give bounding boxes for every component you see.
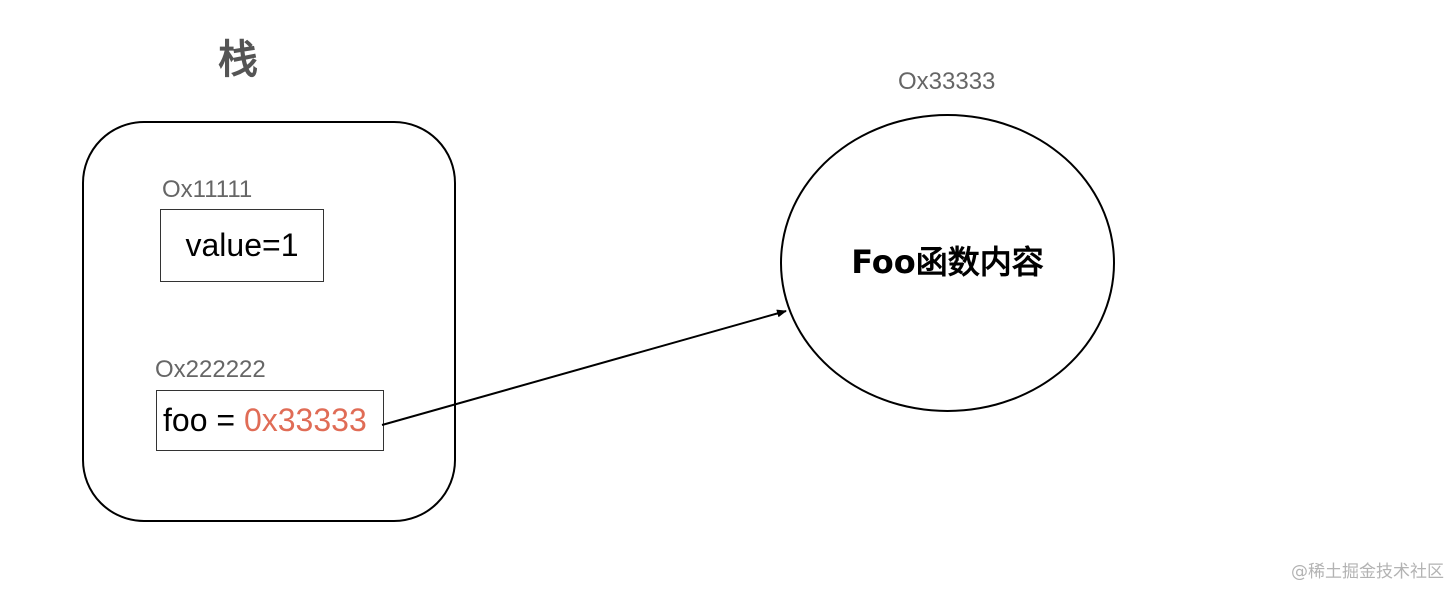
heap-object-label: Foo函数内容 (851, 243, 1044, 281)
stack-cell-address-1: Ox11111 (162, 176, 253, 203)
watermark-text: @稀土掘金技术社区 (1291, 562, 1444, 582)
stack-cell-foo-name: foo = (163, 402, 244, 438)
stack-container (82, 121, 456, 522)
pointer-arrow-line (381, 309, 787, 426)
stack-cell-foo: foo = 0x33333 (156, 390, 384, 451)
stack-cell-value: value=1 (160, 209, 324, 282)
stack-cell-value-text: value=1 (185, 227, 299, 263)
stack-cell-address-2: Ox222222 (155, 356, 266, 383)
stack-cell-foo-pointer: 0x33333 (243, 402, 367, 438)
heap-object-circle (780, 114, 1115, 412)
heap-address-label: Ox33333 (898, 68, 996, 95)
stack-title: 栈 (218, 37, 258, 83)
